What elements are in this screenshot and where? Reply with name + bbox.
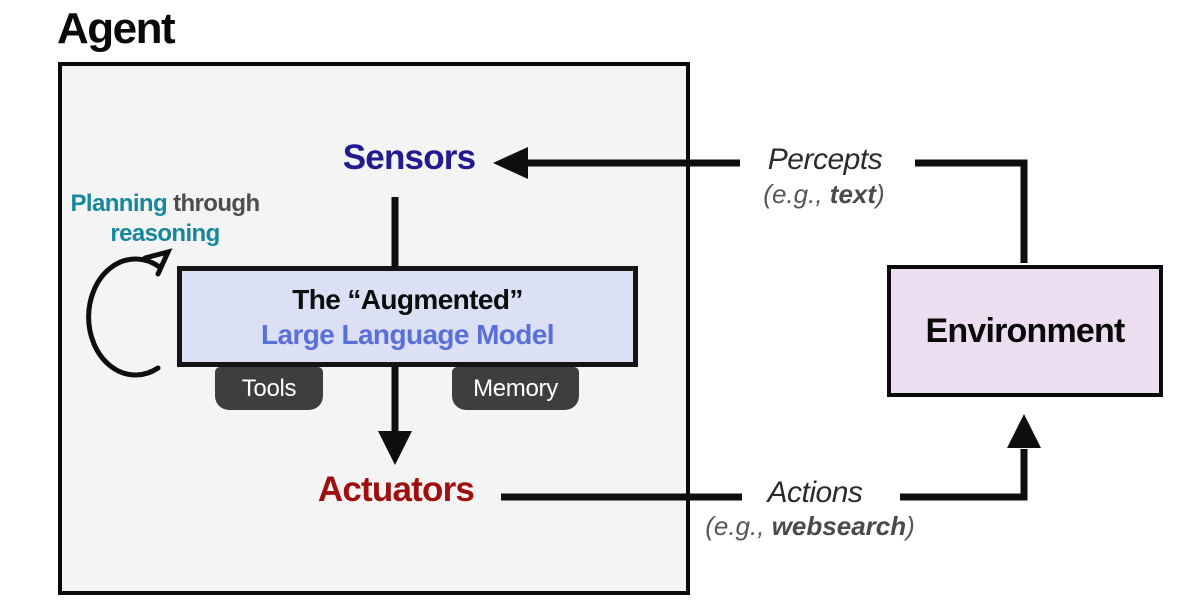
actions-example-prefix: (e.g., [705, 511, 772, 541]
planning-loop-arrowhead-icon [142, 248, 173, 277]
planning-word: Planning [70, 190, 168, 217]
actions-arrowhead-icon [1007, 414, 1041, 448]
environment-to-percepts-line [915, 159, 1028, 263]
actions-to-environment-line [900, 449, 1028, 501]
augmented-llm-box: The “Augmented” Large Language Model [177, 266, 638, 367]
planning-connector-word: through [167, 190, 260, 217]
llm-to-actuators-arrowhead-icon [378, 431, 412, 465]
planning-label: Planning through reasoning [65, 189, 265, 249]
actions-example-suffix: ) [906, 511, 915, 541]
environment-label: Environment [925, 311, 1125, 350]
actions-example: (e.g., websearch) [680, 511, 940, 542]
tools-tab: Tools [215, 367, 323, 410]
percepts-example-prefix: (e.g., [763, 179, 830, 209]
agent-title: Agent [57, 4, 176, 53]
percepts-example-bold: text [829, 179, 877, 209]
percepts-label: Percepts [767, 143, 883, 176]
percepts-example-suffix: ) [876, 179, 885, 209]
llm-box-title: The “Augmented” [292, 283, 523, 315]
sensors-label: Sensors [342, 138, 476, 177]
llm-box-subtitle: Large Language Model [261, 318, 555, 350]
planning-loop-arc [86, 256, 161, 378]
percepts-arrowhead-icon [493, 147, 528, 179]
actions-label: Actions [767, 476, 863, 509]
environment-box: Environment [887, 265, 1163, 397]
reasoning-word: reasoning [110, 220, 220, 247]
actions-example-bold: websearch [771, 511, 907, 541]
memory-tab: Memory [452, 367, 579, 410]
actuators-label: Actuators [317, 470, 475, 509]
percepts-example: (e.g., text) [714, 179, 934, 210]
